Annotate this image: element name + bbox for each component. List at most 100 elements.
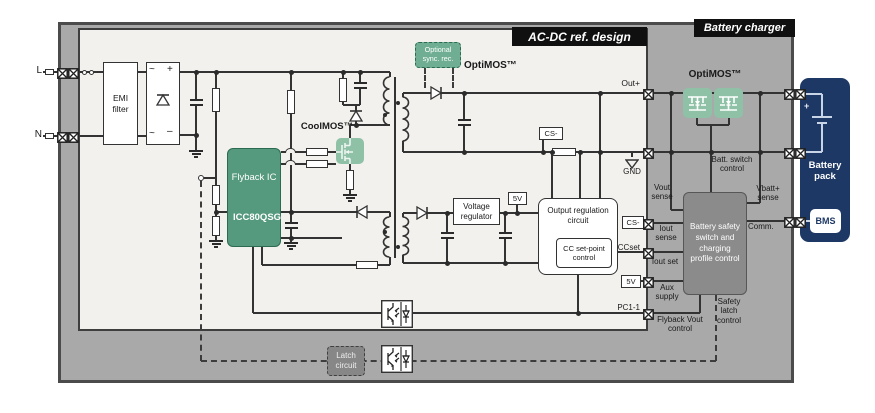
wire-segment (697, 124, 729, 126)
wire-segment (747, 202, 760, 204)
battery-wire (821, 94, 823, 116)
terminal-icon (784, 215, 795, 228)
wire-segment (359, 72, 361, 82)
capacitor (440, 232, 454, 234)
junction-dot (340, 69, 346, 75)
coolmos-mosfet-icon (336, 138, 364, 164)
flyback-ic-block: Flyback IC ICC80QSG (227, 148, 281, 247)
ground-icon (209, 240, 223, 242)
junction-dot (353, 122, 359, 128)
terminal-icon (784, 87, 795, 100)
bridge-minus: – (167, 126, 173, 137)
wire-segment (281, 151, 286, 153)
wire-segment (696, 118, 698, 125)
wire-segment (463, 126, 465, 152)
cc-setpoint-block: CC set-point control (556, 238, 612, 268)
wire-segment (359, 88, 361, 105)
wire-segment (290, 72, 292, 90)
wire-hop (285, 148, 296, 153)
line-input-label: L (36, 65, 42, 76)
junction-dot (708, 149, 714, 155)
battery-wire (806, 151, 822, 153)
terminal-icon (68, 130, 79, 143)
wire-segment (180, 134, 196, 136)
battery-wire (821, 123, 823, 152)
battery-wire (806, 93, 822, 95)
wire-segment (759, 93, 761, 203)
connector-circle (88, 69, 94, 75)
junction-dot (213, 209, 219, 215)
flyback-vout-control-label: Flyback Vout control (657, 315, 703, 334)
out-plus-label: Out+ (621, 78, 640, 88)
wire-segment (402, 255, 404, 263)
ground-icon (191, 153, 201, 155)
vout-sense-label: Vout sense (651, 183, 673, 202)
latch-tap-node (198, 175, 204, 181)
capacitor (284, 222, 298, 224)
wire-segment (201, 360, 716, 362)
terminal-icon (643, 275, 654, 288)
junction-dot (577, 149, 583, 155)
resistor (346, 170, 354, 190)
junction-dot (514, 210, 520, 216)
wire-segment (747, 220, 785, 222)
resistor (339, 78, 347, 102)
flyback-ic-name: Flyback IC (231, 171, 277, 183)
aux-supply-label: Aux supply (655, 283, 679, 302)
cs-top-net-label: CS- (539, 127, 563, 140)
junction-dot (193, 132, 199, 138)
junction-dot (757, 90, 763, 96)
signal-gnd-icon (624, 156, 640, 170)
vbatt-sense-label: Vbatt+ sense (756, 184, 780, 203)
terminal-icon (57, 130, 68, 143)
winding-polarity-dot (383, 113, 387, 117)
resistor (212, 216, 220, 236)
flyback-ic-part: ICC80QSG (233, 212, 282, 224)
capacitor (353, 82, 367, 84)
wire-segment (551, 152, 553, 198)
junction-dot (444, 260, 450, 266)
wire-segment (654, 151, 785, 153)
bridge-ac-top: ~ (149, 64, 155, 75)
wire-segment (654, 222, 683, 224)
capacitor (457, 123, 471, 126)
ground-icon (348, 200, 352, 202)
wire-segment (349, 125, 351, 138)
wire-segment (204, 177, 216, 179)
wire-segment (389, 257, 391, 265)
terminal-icon (643, 146, 654, 159)
wire-segment (715, 295, 717, 361)
neutral-input-label: N (34, 129, 42, 140)
junction-dot (288, 69, 294, 75)
junction-dot (213, 69, 219, 75)
bridge-diode-icon (155, 91, 171, 107)
wire-segment (180, 71, 390, 73)
resistor (552, 148, 576, 156)
terminal-icon (784, 146, 795, 159)
aux-secondary-coil (401, 216, 410, 256)
transformer-secondary-coil (401, 96, 410, 142)
terminal-icon (643, 307, 654, 320)
terminal-icon (643, 246, 654, 259)
battery-plus-sign: + (804, 101, 810, 111)
wire-hop (285, 160, 296, 165)
wire-segment (579, 152, 581, 198)
capacitor (498, 236, 512, 239)
junction-dot (193, 69, 199, 75)
snubber-diode-icon (348, 107, 364, 123)
junction-dot (461, 149, 467, 155)
wire-segment (402, 213, 404, 217)
v5-left-net-label: 5V (508, 192, 527, 205)
wire-segment (138, 135, 146, 137)
junction-dot (540, 149, 546, 155)
wire-segment (403, 92, 648, 94)
wire-segment (290, 212, 292, 222)
output-regulation-title: Output regulation circuit (547, 206, 609, 225)
wire-segment (653, 312, 700, 314)
ground-icon (284, 242, 298, 244)
wire-segment (403, 151, 648, 153)
safety-latch-control-label: Safety latch control (716, 297, 741, 325)
emi-filter-block: EMI filter (103, 62, 138, 145)
wire-segment (699, 295, 701, 313)
